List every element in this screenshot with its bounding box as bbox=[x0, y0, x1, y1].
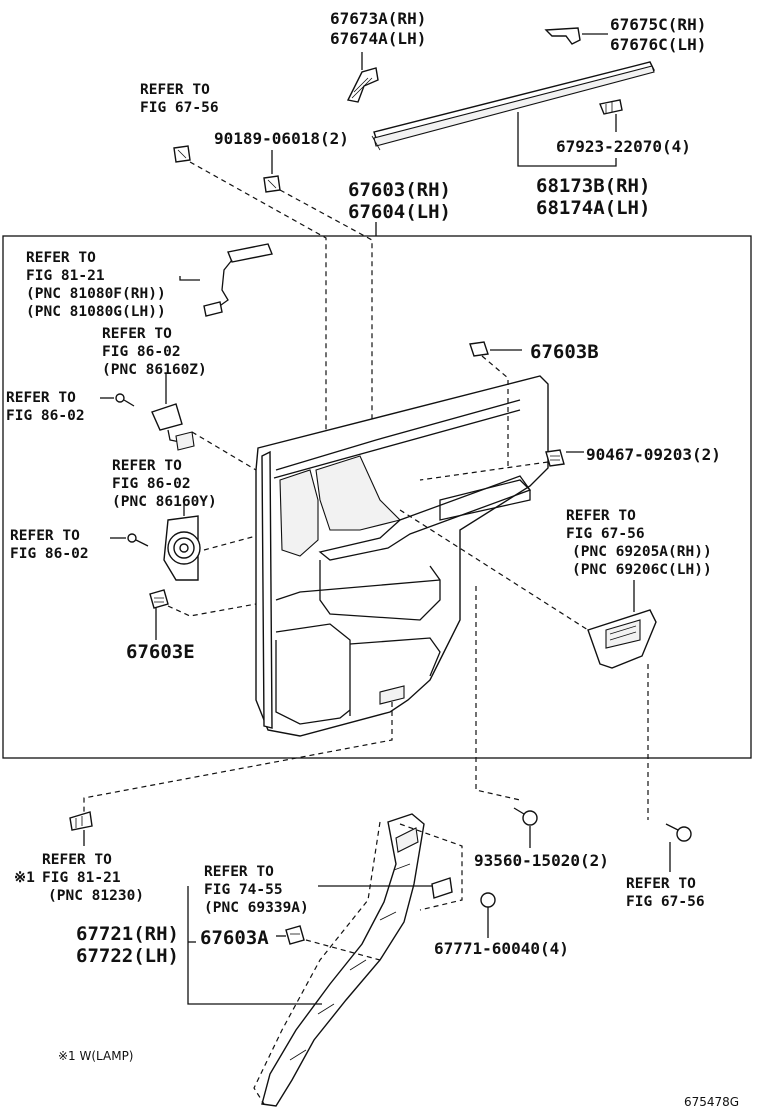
part-clip-refer-67-56[interactable] bbox=[173, 145, 191, 163]
label-fig-67-56-2: FIG 67-56 bbox=[566, 526, 645, 542]
bracket-67721 bbox=[187, 886, 322, 1005]
label-67603e: 67603E bbox=[126, 641, 195, 663]
label-refer-to-9: REFER TO bbox=[204, 864, 274, 880]
part-67603a-clip[interactable] bbox=[285, 925, 305, 945]
label-refer-to-8: REFER TO bbox=[42, 852, 112, 868]
label-pnc-86160y: (PNC 86160Y) bbox=[112, 494, 217, 510]
part-90189-clip[interactable] bbox=[263, 175, 281, 193]
label-pnc-69205a: (PNC 69205A(RH)) bbox=[572, 544, 712, 560]
label-fig-81-21-2: FIG 81-21 bbox=[42, 870, 121, 886]
dash-93560 bbox=[475, 586, 521, 801]
dash-speaker bbox=[203, 535, 257, 551]
label-refer-to-6: REFER TO bbox=[566, 508, 636, 524]
label-67603: 67603(RH) bbox=[348, 179, 451, 201]
label-67673a: 67673A(RH) bbox=[330, 9, 426, 28]
part-67721-pillar-trim[interactable] bbox=[261, 813, 425, 1107]
label-fig-86-02-4: FIG 86-02 bbox=[10, 546, 89, 562]
label-67771: 67771-60040(4) bbox=[434, 939, 569, 958]
leader-81-21 bbox=[179, 276, 200, 281]
part-69339a-plug[interactable] bbox=[431, 877, 453, 899]
label-67923: 67923-22070(4) bbox=[556, 137, 691, 156]
footnote: ※1 W(LAMP) bbox=[58, 1049, 134, 1063]
label-67721: 67721(RH) bbox=[76, 923, 179, 945]
label-pnc-81080f: (PNC 81080F(RH)) bbox=[26, 286, 166, 302]
label-fig-81-21-1: FIG 81-21 bbox=[26, 268, 105, 284]
label-refer-to-3: REFER TO bbox=[102, 326, 172, 342]
dash-lamp bbox=[83, 702, 393, 816]
label-fig-86-02-1: FIG 86-02 bbox=[102, 344, 181, 360]
label-mark-1: ※1 bbox=[14, 870, 35, 886]
label-67675c: 67675C(RH) bbox=[610, 15, 706, 34]
label-refer-to-2: REFER TO bbox=[26, 250, 96, 266]
label-67676c: 67676C(LH) bbox=[610, 35, 706, 54]
part-courtesy-lamp[interactable] bbox=[69, 811, 93, 831]
dash-67603a bbox=[305, 939, 381, 961]
part-screw-tweeter[interactable] bbox=[115, 393, 135, 407]
door-panel-group-frame bbox=[2, 235, 752, 759]
part-screw-speaker[interactable] bbox=[127, 533, 149, 547]
label-67603b: 67603B bbox=[530, 341, 599, 363]
label-fig-67-56-1: FIG 67-56 bbox=[140, 100, 219, 116]
dash-67771 bbox=[399, 823, 463, 911]
label-68173b: 68173B(RH) bbox=[536, 175, 650, 197]
leader-68173b bbox=[517, 112, 617, 167]
part-67603e-clip[interactable] bbox=[149, 589, 169, 609]
label-90189: 90189-06018(2) bbox=[214, 129, 349, 148]
part-67673a-bracket[interactable] bbox=[346, 67, 379, 103]
dash-pillar bbox=[253, 821, 381, 1105]
label-67603a: 67603A bbox=[200, 927, 269, 949]
part-67603b-clip[interactable] bbox=[469, 341, 489, 357]
part-tweeter-speaker[interactable] bbox=[151, 403, 195, 451]
labels: 67673A(RH) 67674A(LH) 67675C(RH) 67676C(… bbox=[6, 9, 739, 1109]
dash-67603b bbox=[481, 355, 509, 470]
label-pnc-69206c: (PNC 69206C(LH)) bbox=[572, 562, 712, 578]
dash-90467 bbox=[419, 461, 549, 481]
label-pnc-81080g: (PNC 81080G(LH)) bbox=[26, 304, 166, 320]
label-67674a: 67674A(LH) bbox=[330, 29, 426, 48]
part-67771-clip[interactable] bbox=[480, 892, 496, 916]
label-refer-to-10: REFER TO bbox=[626, 876, 696, 892]
label-pnc-81230: (PNC 81230) bbox=[48, 888, 144, 904]
label-refer-to-1: REFER TO bbox=[140, 82, 210, 98]
dash-clip-1 bbox=[189, 161, 327, 430]
part-93560-screw[interactable] bbox=[513, 807, 538, 826]
label-fig-86-02-2: FIG 86-02 bbox=[6, 408, 85, 424]
label-68174a: 68174A(LH) bbox=[536, 197, 650, 219]
label-67722: 67722(LH) bbox=[76, 945, 179, 967]
label-93560: 93560-15020(2) bbox=[474, 851, 609, 870]
label-pnc-69339a: (PNC 69339A) bbox=[204, 900, 309, 916]
part-67675c-clip[interactable] bbox=[544, 27, 581, 45]
door-trim-panel[interactable] bbox=[255, 375, 549, 737]
label-fig-74-55: FIG 74-55 bbox=[204, 882, 283, 898]
label-67604: 67604(LH) bbox=[348, 201, 451, 223]
part-90467-clip[interactable] bbox=[545, 449, 565, 467]
label-90467: 90467-09203(2) bbox=[586, 445, 721, 464]
part-door-speaker[interactable] bbox=[163, 515, 201, 581]
part-inside-handle[interactable] bbox=[587, 609, 657, 669]
dash-tweeter bbox=[191, 431, 257, 471]
label-refer-to-7: REFER TO bbox=[10, 528, 80, 544]
label-fig-67-56-3: FIG 67-56 bbox=[626, 894, 705, 910]
label-refer-to-4: REFER TO bbox=[6, 390, 76, 406]
label-refer-to-5: REFER TO bbox=[112, 458, 182, 474]
part-67923-clip[interactable] bbox=[599, 99, 623, 115]
label-fig-86-02-3: FIG 86-02 bbox=[112, 476, 191, 492]
dash-handle bbox=[399, 509, 589, 631]
drawing-number: 675478G bbox=[684, 1095, 739, 1109]
label-pnc-86160z: (PNC 86160Z) bbox=[102, 362, 207, 378]
part-power-window-switch[interactable] bbox=[203, 243, 273, 317]
part-handle-screw[interactable] bbox=[665, 823, 692, 842]
dash-67603e bbox=[167, 603, 257, 617]
part-68173b-belt-moulding[interactable] bbox=[371, 61, 656, 151]
